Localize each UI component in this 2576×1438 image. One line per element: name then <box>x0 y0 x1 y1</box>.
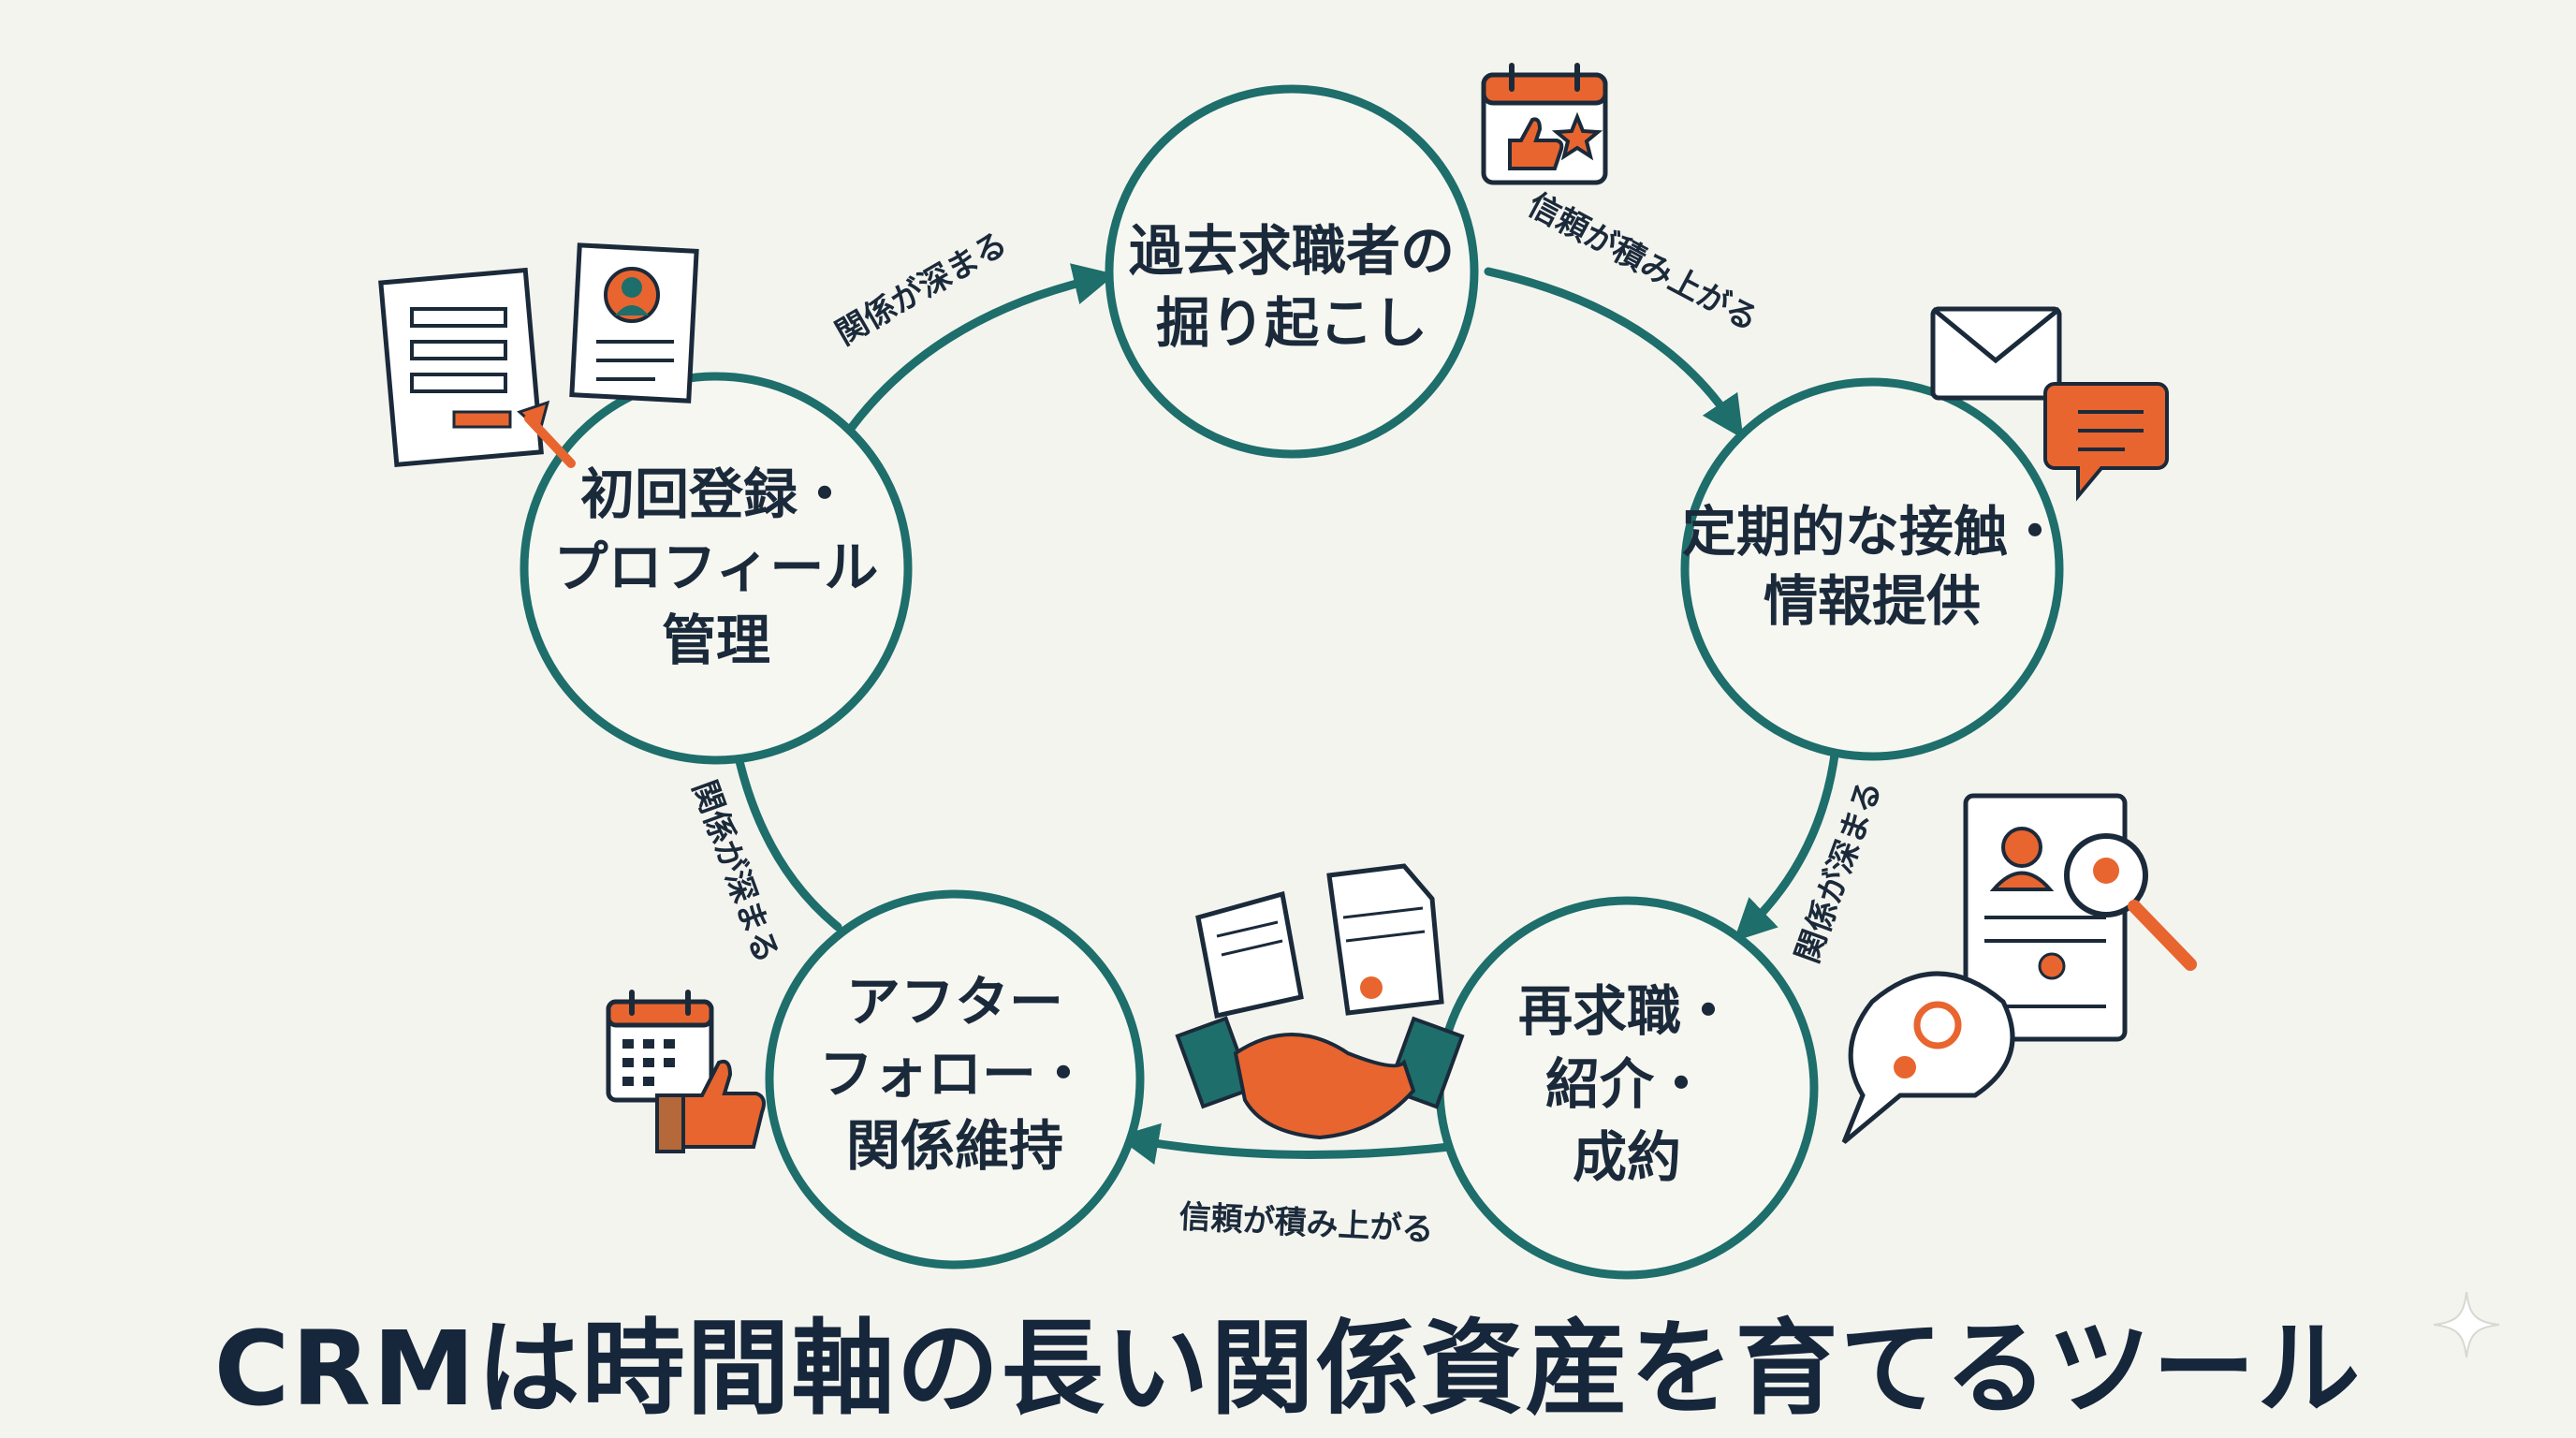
node-label-line: 定期的な接触・ <box>1682 500 2062 564</box>
footer-title: CRMは時間軸の長い関係資産を育てるツール <box>213 1309 2363 1429</box>
node-label-line: 情報提供 <box>1764 569 1981 633</box>
node-label-line: プロフィール <box>554 536 879 599</box>
edge-label-digup-to-contact: 信頼が積み上がる <box>1522 186 1764 339</box>
edge-label-rejob-to-follow: 信頼が積み上がる <box>1178 1198 1435 1249</box>
node-label-line: 初回登録・ <box>580 462 852 526</box>
form-profile-card-icon <box>378 242 699 468</box>
profile-search-icon <box>1841 793 2197 1144</box>
edge-arrow-digup-to-contact <box>1484 267 1744 439</box>
node-contact: 定期的な接触・ 情報提供 <box>1680 377 2064 761</box>
node-label-line: アフター <box>846 970 1063 1034</box>
edge-arrow-rejob-to-follow <box>1116 1123 1454 1166</box>
envelope-chat-icon <box>1930 306 2169 502</box>
edge-arrow-contact-to-rejob <box>1733 735 1841 942</box>
edge-arrow-follow-to-register <box>718 718 842 932</box>
node-label-line: 掘り起こし <box>1156 291 1427 355</box>
sparkle-icon <box>2434 1292 2499 1357</box>
calendar-thumbs-up-icon <box>606 990 766 1153</box>
edge-label-register-to-digup: 関係が深まる <box>829 225 1014 353</box>
edge-arrow-register-to-digup <box>838 263 1116 445</box>
calendar-thumbs-up-star-icon <box>1481 63 1608 185</box>
node-rejob: 再求職・ 紹介・ 成約 <box>1435 896 1819 1280</box>
node-dig-up: 過去求職者の 掘り起こし <box>1105 84 1479 459</box>
node-label-line: 成約 <box>1573 1125 1681 1189</box>
cycle-nodes: 過去求職者の 掘り起こし 定期的な接触・ 情報提供 再求職・ 紹介・ 成約 アフ… <box>520 84 2064 1280</box>
node-label-line: 過去求職者の <box>1129 219 1455 283</box>
cycle-edges <box>718 263 1841 1166</box>
node-follow: アフター フォロー・ 関係維持 <box>765 889 1145 1269</box>
edge-label-follow-to-register: 関係が深まる <box>685 776 785 968</box>
edge-label-contact-to-rejob: 関係が深まる <box>1789 776 1889 968</box>
node-register: 初回登録・ プロフィール 管理 <box>520 372 913 765</box>
handshake-contract-icon <box>1175 863 1465 1140</box>
node-label-line: フォロー・ <box>819 1042 1090 1106</box>
node-label-line: 紹介・ <box>1545 1052 1708 1116</box>
node-label-line: 関係維持 <box>846 1114 1063 1178</box>
node-label-line: 管理 <box>662 609 770 672</box>
node-label-line: 再求職・ <box>1518 979 1735 1043</box>
